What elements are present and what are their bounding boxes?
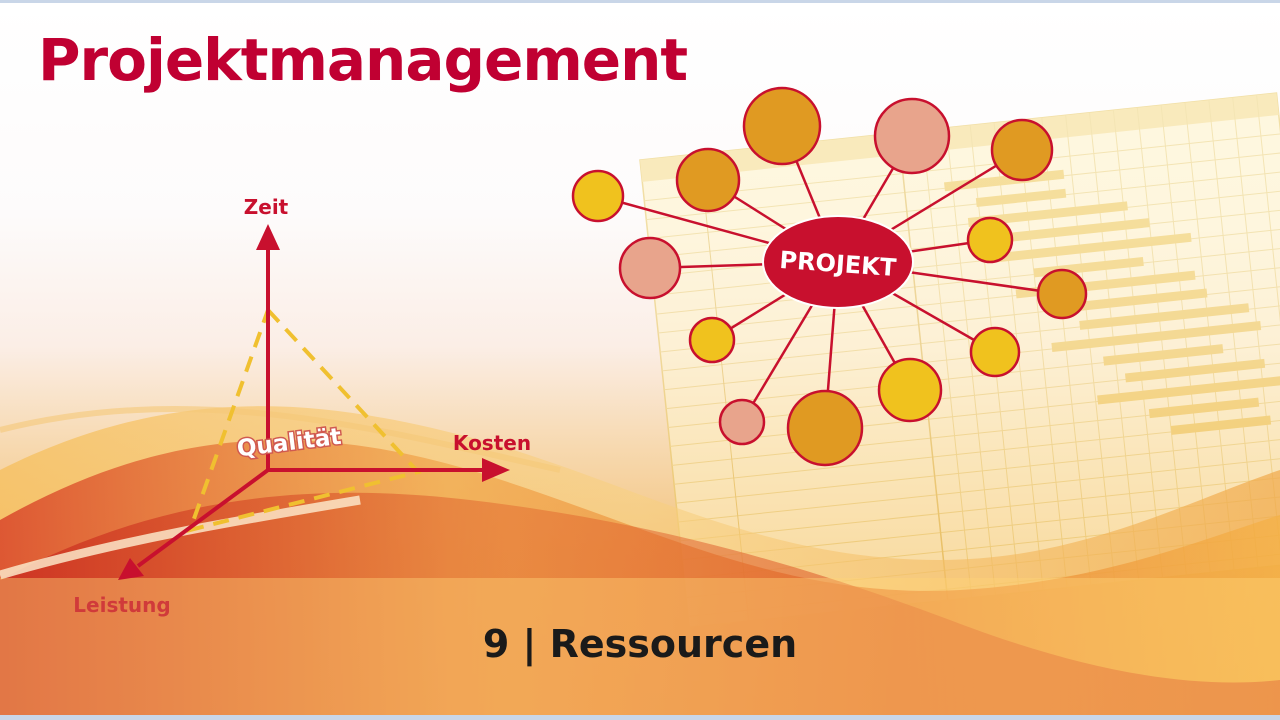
gantt-bar [1051,321,1262,352]
gantt-col-line [1112,110,1164,578]
axis-label-performance: Leistung [73,593,170,617]
gantt-bar [1079,303,1250,330]
subtitle-band [0,578,1280,715]
network-node [873,97,951,175]
axis-label-time: Zeit [244,195,289,219]
gantt-col-line [1136,107,1187,576]
gantt-bar [1148,397,1260,419]
network-node [688,316,736,364]
cost-axis-arrowhead [482,458,510,482]
wave-highlight [0,495,361,580]
gantt-col-line [1089,112,1140,581]
gantt-col-line [921,130,973,598]
performance-axis-arrowhead [118,558,144,580]
gantt-col-line [1160,105,1211,573]
network-node [618,236,682,300]
gantt-col-line [945,127,996,596]
gantt-row-line [644,133,1280,202]
gantt-row-line [679,473,1280,542]
wave-shape [0,492,1280,720]
project-network-diagram: PROJEKT [571,86,1088,467]
network-node [718,398,766,446]
gantt-row-line [677,454,1280,523]
dashed-triangle [186,306,422,533]
gantt-bar [1170,415,1272,435]
network-node [877,357,943,423]
project-center-node [762,215,914,309]
network-node [675,147,741,213]
network-node [571,169,625,223]
gantt-col-line [1065,115,1116,583]
gantt-bar [1097,375,1280,405]
network-node [966,216,1014,264]
gantt-col-line [1256,95,1280,563]
gantt-bar [975,188,1067,208]
top-border [0,0,1280,3]
gantt-row-line [648,171,1280,240]
time-axis-arrowhead [256,224,280,250]
project-triangle-diagram: Zeit Kosten Leistung Qualität [73,195,531,617]
performance-axis [136,468,270,568]
gantt-bar [1103,344,1224,366]
gantt-bar [1009,218,1150,242]
gantt-bar [967,201,1128,227]
gantt-bar [1057,288,1208,314]
network-node [1036,268,1088,320]
network-node [969,326,1021,378]
gantt-bar [1124,358,1266,383]
slide-title: Projektmanagement [38,26,688,94]
slide-subtitle: 9 | Ressourcen [482,622,798,666]
network-node [786,389,864,467]
network-node [742,86,822,166]
quality-label: Qualität [236,424,343,463]
axis-label-cost: Kosten [453,431,531,455]
gantt-bar [991,232,1192,263]
bottom-border [0,715,1280,720]
wave-highlight [0,406,561,473]
gantt-row-line [676,435,1280,504]
network-node [990,118,1054,182]
